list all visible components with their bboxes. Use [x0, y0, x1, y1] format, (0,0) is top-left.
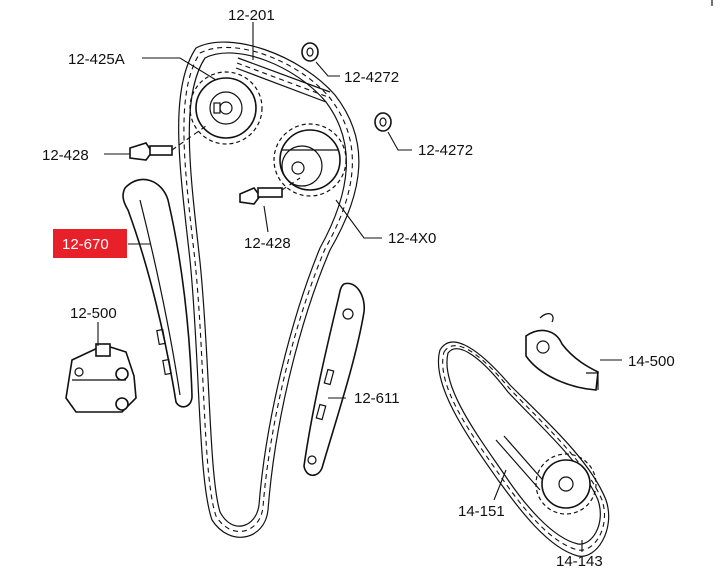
sprocket-12-4X0[interactable]: [273, 123, 347, 197]
highlight-box: [53, 229, 127, 258]
label-12-201: 12-201: [228, 7, 275, 24]
label-12-4272-top: 12-4272: [344, 69, 399, 86]
label-12-425A: 12-425A: [68, 51, 125, 68]
leader-lines: [97, 22, 622, 552]
label-14-151: 14-151: [458, 503, 505, 520]
bolt-12-428-left[interactable]: [129, 125, 207, 161]
label-12-428-left: 12-428: [42, 147, 89, 164]
bolt-12-428-mid[interactable]: [239, 177, 301, 205]
label-12-611: 12-611: [354, 390, 400, 407]
label-12-670-highlight[interactable]: 12-670: [53, 229, 127, 258]
chain-guide-12-611[interactable]: [303, 282, 366, 477]
label-12-670: 12-670: [62, 236, 109, 253]
oil-pump-tensioner-14-500[interactable]: [525, 313, 599, 391]
label-14-143: 14-143: [556, 553, 603, 570]
label-12-428-mid: 12-428: [244, 235, 291, 252]
chain-links-top: [235, 57, 331, 103]
label-12-500: 12-500: [70, 305, 117, 322]
washer-12-4272-mid[interactable]: [374, 112, 392, 132]
label-12-4X0: 12-4X0: [388, 230, 436, 247]
washer-12-4272-top[interactable]: [301, 42, 319, 62]
timing-chain-12-201[interactable]: [178, 41, 360, 538]
sprocket-12-425A[interactable]: [189, 71, 263, 145]
tensioner-12-500[interactable]: [65, 343, 137, 413]
oil-pump-sprocket-14-143[interactable]: [535, 453, 597, 515]
oil-pump-chain-14-151[interactable]: [437, 341, 610, 557]
label-12-4272-mid: 12-4272: [418, 142, 473, 159]
chain-guide-12-670[interactable]: [122, 178, 193, 408]
label-14-500: 14-500: [628, 353, 675, 370]
